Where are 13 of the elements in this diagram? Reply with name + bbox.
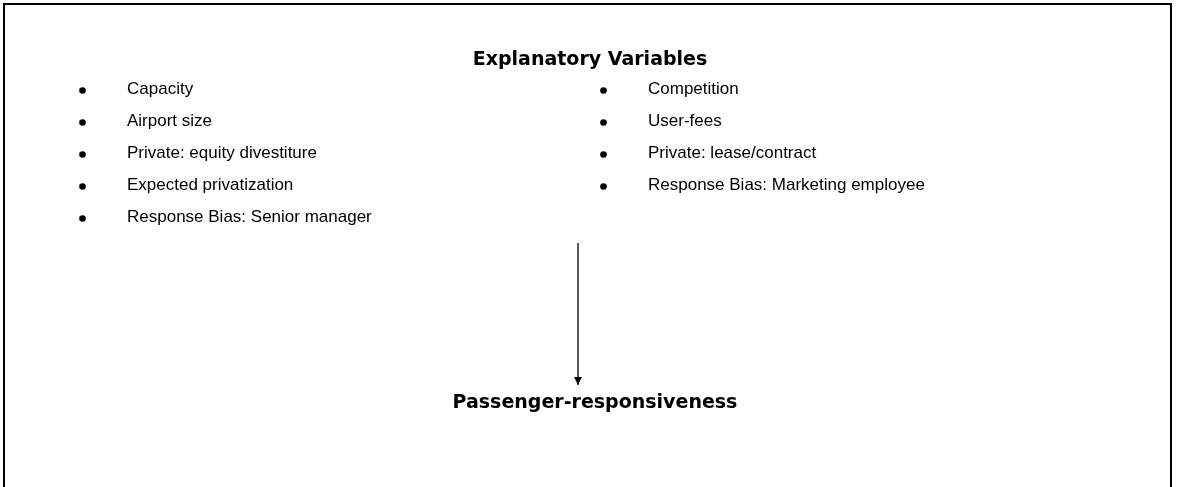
list-item: Response Bias: Senior manager <box>127 207 372 227</box>
list-item: Response Bias: Marketing employee <box>648 175 925 195</box>
outcome-label: Passenger-responsiveness <box>385 385 805 417</box>
list-item: User-fees <box>648 111 722 131</box>
list-item: Airport size <box>127 111 213 131</box>
list-item: Private: lease/contract <box>648 143 817 163</box>
list-item: Capacity <box>127 79 194 99</box>
arrow <box>574 242 582 386</box>
list-item: Private: equity divestiture <box>127 143 317 163</box>
list-item: Competition <box>648 79 739 99</box>
frame-border <box>3 3 1172 487</box>
list-item: Expected privatization <box>127 175 294 195</box>
heading: Explanatory Variables <box>471 47 709 69</box>
